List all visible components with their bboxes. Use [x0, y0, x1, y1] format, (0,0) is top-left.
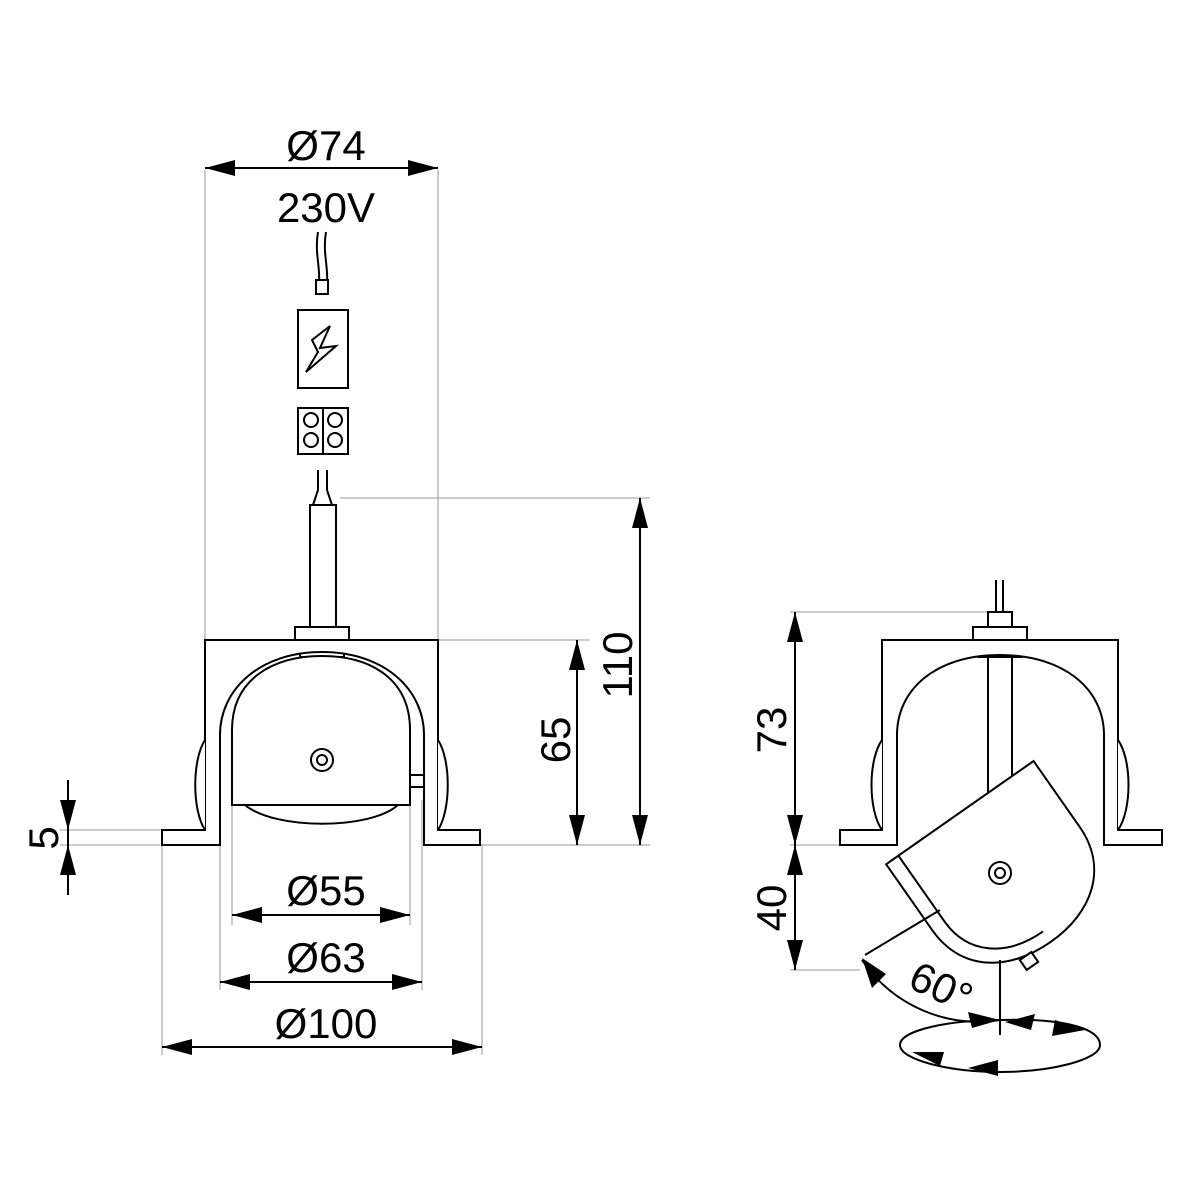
dim-side-height-upper: 73	[748, 707, 795, 754]
dim-height-total: 110	[594, 632, 641, 699]
cable-gland	[309, 504, 337, 628]
voltage-label: 230V	[277, 184, 375, 231]
driver-box	[297, 309, 349, 389]
dim-diameter-top: Ø74	[286, 122, 365, 169]
dim-diameter-inner: Ø55	[286, 867, 365, 914]
dim-height-bracket: 65	[532, 717, 579, 764]
dim-plate-thickness: 5	[20, 826, 67, 849]
dim-side-height-lower: 40	[748, 885, 795, 932]
dim-diameter-mid: Ø63	[286, 934, 365, 981]
dim-diameter-outer: Ø100	[275, 1000, 378, 1047]
front-view: Ø74 230V 110 65 5 Ø55 Ø63 Ø100	[20, 122, 650, 1055]
side-view: 73 40 60°	[748, 580, 1163, 1076]
dim-tilt-angle: 60°	[902, 952, 979, 1021]
